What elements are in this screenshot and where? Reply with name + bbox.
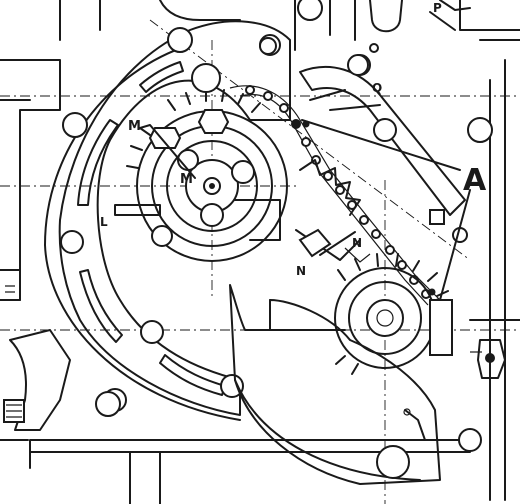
lower-left-casting [3, 329, 71, 431]
timing-chain [229, 85, 442, 306]
camshaft-sprocket [114, 63, 288, 262]
construction-lines [0, 19, 520, 504]
label-n-upper: N [352, 236, 362, 250]
right-side-fitting [470, 339, 506, 379]
label-a: A [463, 163, 487, 198]
label-q: Q [372, 81, 382, 95]
label-p: P [433, 1, 442, 15]
callout-lines [139, 11, 471, 301]
chain-guide [299, 54, 493, 243]
crankshaft-sprocket [334, 253, 453, 375]
crank-pulley-shield [95, 284, 482, 485]
top-fittings [259, 0, 471, 76]
timing-cover-plate [44, 20, 291, 421]
label-m-lower: M [180, 172, 193, 187]
label-l: L [100, 215, 108, 229]
idler-sprocket-section [295, 159, 371, 263]
label-n-lower: N [296, 264, 306, 278]
label-m-upper: M [128, 119, 141, 134]
